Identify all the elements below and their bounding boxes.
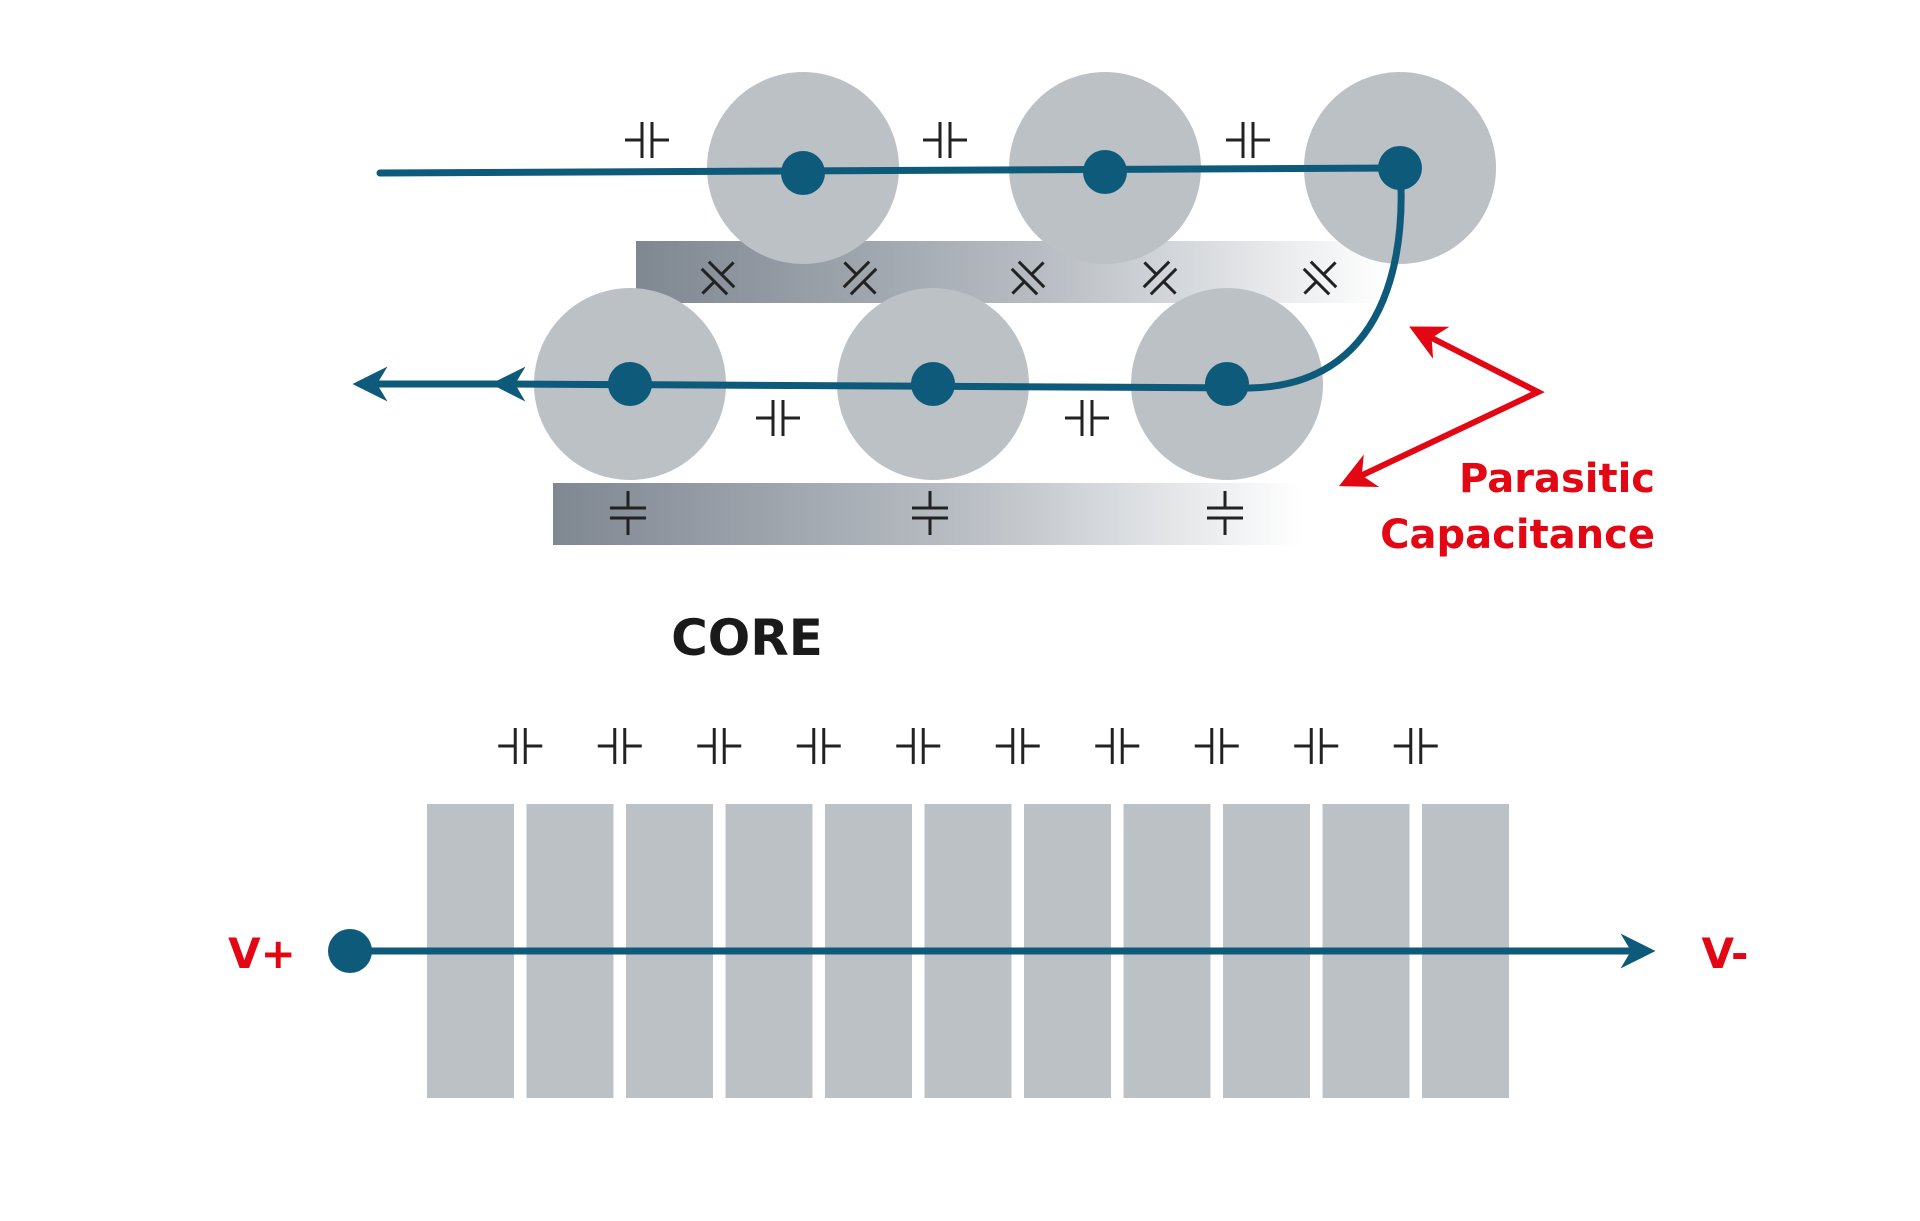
capacitor-symbol-segment: [597, 728, 642, 764]
parasitic-label-line1: Parasitic: [1459, 456, 1655, 502]
segment-capacitors: [498, 728, 1438, 764]
capacitor-symbol-layer-1: [700, 260, 736, 296]
annotation-arrow-line: [1338, 326, 1545, 488]
wire-node-lower-3: [1205, 362, 1249, 406]
parasitic-label-line2: Capacitance: [1380, 512, 1655, 558]
capacitor-symbol-segment: [1294, 728, 1339, 764]
capacitor-symbol-upper-2: [923, 122, 967, 158]
wire-node-lower-1: [608, 362, 652, 406]
capacitor-symbol-layer-3: [1010, 260, 1046, 296]
capacitor-symbol-upper-1: [625, 122, 669, 158]
capacitor-symbol-segment: [1194, 728, 1239, 764]
capacitor-symbol-segment: [697, 728, 742, 764]
capacitor-symbol-upper-3: [1226, 122, 1270, 158]
core-label: CORE: [671, 609, 823, 667]
wire-node-upper-2: [1083, 150, 1127, 194]
capacitor-symbol-lower-1: [756, 400, 800, 436]
capacitor-symbol-segment: [498, 728, 543, 764]
wire-node-upper-1: [781, 151, 825, 195]
capacitor-symbol-segment: [1393, 728, 1438, 764]
capacitor-symbol-core-2: [912, 491, 948, 535]
capacitor-symbol-core-3: [1207, 491, 1243, 535]
wire-node-upper-3: [1378, 146, 1422, 190]
capacitor-symbol-segment: [995, 728, 1040, 764]
capacitor-symbol-segment: [796, 728, 841, 764]
capacitor-symbol-lower-2: [1065, 400, 1109, 436]
v-minus-label: V-: [1702, 929, 1749, 978]
capacitor-symbol-core-1: [610, 491, 646, 535]
v-plus-terminal-node: [328, 929, 372, 973]
capacitor-symbol-layer-5: [1302, 260, 1338, 296]
capacitor-symbol-segment: [1095, 728, 1140, 764]
capacitor-symbol-layer-4: [1142, 260, 1178, 296]
core-insulation-bar: [553, 483, 1303, 545]
layer-insulation-bar: [636, 241, 1386, 303]
capacitor-symbol-layer-2: [842, 260, 878, 296]
capacitor-symbol-segment: [896, 728, 941, 764]
v-plus-label: V+: [228, 929, 296, 978]
wire-node-lower-2: [911, 362, 955, 406]
